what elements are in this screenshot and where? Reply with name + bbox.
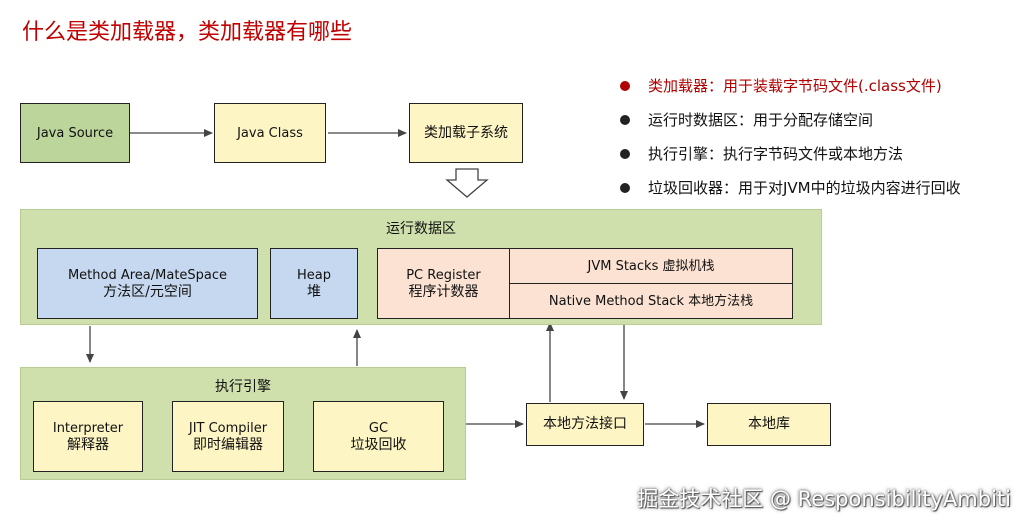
bullet-item: 垃圾回收器：用于对JVM中的垃圾内容进行回收 (618, 174, 961, 208)
java-class-box: Java Class (214, 103, 326, 163)
native-interface-box: 本地方法接口 (526, 403, 644, 446)
bullet-dot-icon (620, 149, 630, 159)
legend-bullet-list: 类加载器：用于装载字节码文件(.class文件) 运行时数据区：用于分配存储空间… (618, 72, 961, 208)
native-library-label: 本地库 (748, 416, 790, 432)
interpreter-box: Interpreter 解释器 (33, 401, 143, 472)
gc-line1: GC (368, 420, 389, 436)
bullet-item: 运行时数据区：用于分配存储空间 (618, 106, 961, 140)
page-title: 什么是类加载器，类加载器有哪些 (22, 20, 353, 45)
bullet-dot-icon (620, 115, 630, 125)
jvm-stacks-label: JVM Stacks 虚拟机栈 (587, 258, 715, 274)
runtime-data-area-title: 运行数据区 (386, 221, 456, 237)
method-area-line2: 方法区/元空间 (103, 283, 192, 300)
native-interface-label: 本地方法接口 (543, 416, 627, 432)
bullet-text: 执行引擎：执行字节码文件或本地方法 (648, 145, 904, 163)
native-method-stack-label: Native Method Stack 本地方法栈 (548, 293, 754, 309)
bullet-dot-icon (620, 81, 630, 91)
heap-line1: Heap (297, 267, 331, 283)
interpreter-line1: Interpreter (52, 420, 124, 436)
pc-register-line2: 程序计数器 (408, 283, 479, 300)
bullet-text: 垃圾回收器：用于对JVM中的垃圾内容进行回收 (648, 179, 961, 197)
interpreter-line2: 解释器 (67, 436, 109, 453)
class-loader-label: 类加载子系统 (424, 124, 508, 141)
java-class-label: Java Class (237, 125, 303, 141)
jvm-stacks-box: JVM Stacks 虚拟机栈 (509, 248, 793, 284)
native-library-box: 本地库 (707, 403, 831, 446)
class-loader-box: 类加载子系统 (409, 103, 523, 163)
java-source-box: Java Source (20, 103, 130, 163)
gc-box: GC 垃圾回收 (313, 401, 444, 472)
bullet-dot-icon (620, 183, 630, 193)
java-source-label: Java Source (36, 125, 114, 141)
hollow-down-arrow (445, 168, 489, 198)
pc-register-line1: PC Register (406, 267, 481, 283)
pc-register-box: PC Register 程序计数器 (377, 248, 510, 319)
bullet-text: 运行时数据区：用于分配存储空间 (648, 111, 874, 129)
gc-line2: 垃圾回收 (350, 436, 407, 453)
bullet-text: 类加载器：用于装载字节码文件(.class文件) (648, 77, 942, 95)
jit-compiler-line2: 即时编辑器 (193, 436, 263, 453)
jit-compiler-box: JIT Compiler 即时编辑器 (172, 401, 284, 472)
method-area-line1: Method Area/MateSpace (67, 267, 228, 283)
jit-compiler-line1: JIT Compiler (188, 420, 268, 436)
heap-line2: 堆 (307, 283, 321, 300)
bullet-item: 类加载器：用于装载字节码文件(.class文件) (618, 72, 961, 106)
execution-engine-title: 执行引擎 (215, 379, 271, 395)
bullet-item: 执行引擎：执行字节码文件或本地方法 (618, 140, 961, 174)
watermark: 掘金技术社区 @ ResponsibilityAmbiti (637, 487, 1011, 511)
method-area-box: Method Area/MateSpace 方法区/元空间 (37, 248, 258, 319)
native-method-stack-box: Native Method Stack 本地方法栈 (509, 283, 793, 319)
heap-box: Heap 堆 (270, 248, 358, 319)
